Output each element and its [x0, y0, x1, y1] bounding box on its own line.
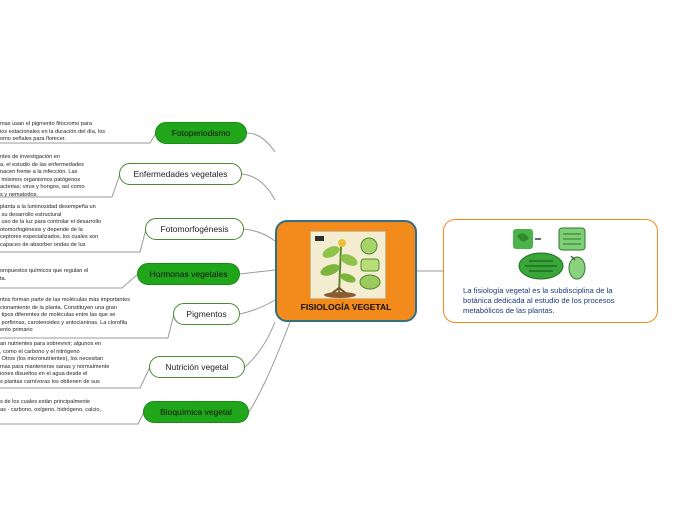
- central-topic[interactable]: FISIOLOGÍA VEGETAL: [275, 220, 417, 322]
- branch-note-fotoperiodismo: mas usan el pigmento fitocromo para ios …: [0, 121, 106, 143]
- branch-bioquimica-vegetal[interactable]: Bioquímica vegetal: [143, 401, 249, 423]
- definition-card[interactable]: La fisiología vegetal es la subdisciplin…: [443, 219, 658, 323]
- branch-note-hormonas-vegetales: ompuestos químicos que regulan el ta.: [0, 268, 89, 282]
- definition-text: La fisiología vegetal es la subdisciplin…: [463, 286, 615, 315]
- branch-hormonas-vegetales[interactable]: Hormonas vegetales: [137, 263, 240, 285]
- branch-note-pigmentos: ntos forman parte de las moléculas más i…: [0, 297, 130, 334]
- branch-fotomorfogenesis[interactable]: Fotomorfogénesis: [145, 218, 244, 240]
- branch-note-enfermedades-vegetales: ntes de investigación en a, el estudio d…: [0, 154, 85, 198]
- branch-fotoperiodismo[interactable]: Fotoperiodismo: [155, 122, 247, 144]
- central-topic-title: FISIOLOGÍA VEGETAL: [300, 302, 392, 312]
- branch-enfermedades-vegetales[interactable]: Enfermedades vegetales: [119, 163, 242, 185]
- branch-pigmentos[interactable]: Pigmentos: [173, 303, 240, 325]
- branch-note-bioquimica-vegetal: s de los cuales están principalmente as …: [0, 399, 102, 413]
- branch-note-nutricion-vegetal: an nutrientes para sobrevivir; algunos e…: [0, 341, 110, 385]
- chloroplast-illustration: [511, 226, 589, 282]
- branch-note-fotomorfogenesis: planta a la luminosidad desempeña un su …: [0, 204, 102, 248]
- branch-nutricion-vegetal[interactable]: Nutrición vegetal: [149, 356, 245, 378]
- plant-illustration: [310, 231, 386, 299]
